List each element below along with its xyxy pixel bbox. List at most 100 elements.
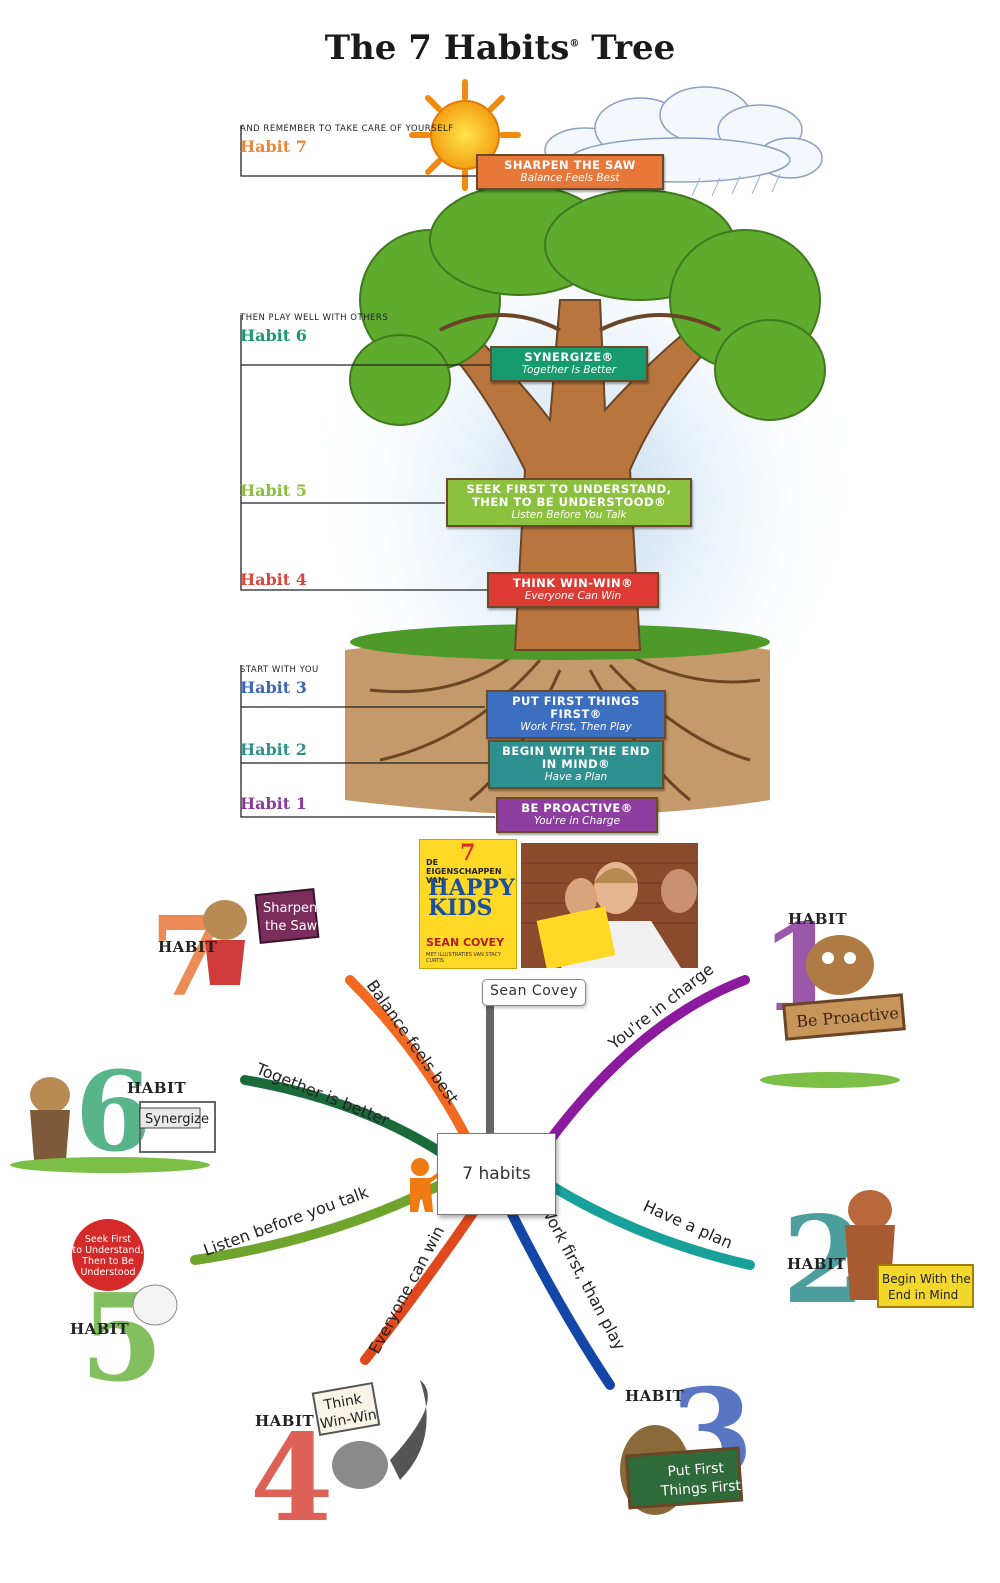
character-habit-3: 3 Put First Things First HABIT [620,1363,754,1515]
book-title-line1: HAPPY [428,875,515,901]
page-title: The 7 Habits® Tree [0,28,1000,68]
book-credit: MET ILLUSTRATIES VAN STACY CURTIS [426,952,502,964]
sign-subtitle: Balance Feels Best [520,172,620,184]
character-habit-4: 4 Think Win-Win HABIT [250,1380,428,1549]
character-sign-text: Think [322,1391,364,1414]
character-habit-7: 7 Sharpen the Saw HABIT [150,888,320,1021]
branch-label-balance: Balance feels best [363,976,463,1107]
annotation-habit-label: Habit 7 [240,137,307,156]
sign-habit-6: SYNERGIZE® Together Is Better [490,346,648,382]
character-habit-5: 5 Seek First to Understand, Then to Be U… [70,1219,178,1409]
author-node[interactable]: Sean Covey [482,979,586,1006]
sign-habit-7: SHARPEN THE SAW Balance Feels Best [476,154,664,190]
character-habit-word: HABIT [158,938,218,956]
branch-line-charge [545,975,750,1145]
title-mark: ® [569,38,580,50]
character-sign-text: Seek First [85,1234,132,1245]
character-sign-text: the Saw [265,919,318,934]
author-photo [521,843,698,968]
annotation-brackets [240,125,495,818]
tree-canopy [349,184,826,426]
sign-heading: BE PROACTIVE® [521,801,633,815]
sign-subtitle: You're in Charge [533,815,621,827]
branch-label-everyone: Everyone can win [365,1223,448,1357]
book-cover-image: 7 DE EIGENSCHAPPEN VAN HAPPY KIDS SEAN C… [419,839,517,969]
annotation-note: AND REMEMBER TO TAKE CARE OF YOURSELF [240,124,454,134]
book-subtitle: DE EIGENSCHAPPEN VAN [426,858,502,885]
branch-line-balance [345,975,470,1140]
sign-heading: PUT FIRST THINGS FIRST® [512,694,640,721]
sign-subtitle: Have a Plan [544,771,608,783]
character-habit-2: 2 Begin With the End in Mind HABIT [782,1190,974,1331]
annotation-habit-label: Habit 3 [240,678,307,697]
character-habit-word: HABIT [787,1255,847,1273]
sign-subtitle: Work First, Then Play [520,721,632,733]
branch-line-plan [545,1180,755,1270]
character-habit-word: HABIT [255,1412,315,1430]
character-habit-word: HABIT [70,1320,130,1338]
character-sign-text: Put First [667,1460,725,1480]
character-sign-text: End in Mind [888,1288,958,1302]
character-habit-6: 6 Synergize HABIT [10,1047,216,1176]
central-node-label: 7 habits [462,1164,531,1184]
sign-subtitle: Together Is Better [521,364,617,376]
annotation-habit-6: THEN PLAY WELL WITH OTHERS Habit 6 [240,313,510,345]
sign-heading: THINK WIN-WIN® [512,576,634,590]
character-habit-1: 1 Be Proactive HABIT [760,898,906,1088]
rain-lines [691,173,781,197]
tree-illustration [240,79,845,818]
character-sign-text: Begin With the [882,1272,971,1286]
character-habit-word: HABIT [127,1079,187,1097]
annotation-habit-label: Habit 6 [240,326,307,345]
sign-habit-3: PUT FIRST THINGS FIRST® Work First, Then… [486,690,666,739]
title-tail: Tree [591,28,676,68]
sign-habit-2: BEGIN WITH THE END IN MIND® Have a Plan [488,740,664,789]
sign-subtitle: Everyone Can Win [524,590,622,602]
annotation-note: START WITH YOU [240,665,319,675]
branch-line-work [505,1205,615,1390]
mindmap: Balance feels best Together is better Li… [10,888,974,1549]
central-node[interactable]: 7 habits [437,1133,556,1215]
photo-illustration [521,843,698,968]
sign-heading: SYNERGIZE® [524,350,614,364]
book-title: HAPPY KIDS [428,875,515,921]
book-title-line2: KIDS [428,895,493,921]
character-sign-text: Understood [80,1267,135,1278]
annotation-habit-2: Habit 2 [240,738,510,759]
sign-habit-4: THINK WIN-WIN® Everyone Can Win [487,572,659,608]
annotation-habit-label: Habit 1 [240,794,307,813]
sign-heading: SEEK FIRST TO UNDERSTAND, THEN TO BE UND… [466,482,672,509]
character-sign-text: Sharpen [263,901,317,916]
character-sign-text: Things First [659,1478,742,1500]
character-sign-text: Synergize [145,1112,209,1127]
annotation-habit-5: Habit 5 [240,479,510,500]
annotation-habit-7: AND REMEMBER TO TAKE CARE OF YOURSELF Ha… [240,124,510,156]
character-number: 6 [75,1047,152,1176]
branch-line-together [240,1075,450,1160]
sign-heading: BEGIN WITH THE END IN MIND® [502,744,650,771]
branches [439,313,721,332]
annotation-habit-label: Habit 5 [240,481,307,500]
branch-label-together: Together is better [253,1059,393,1130]
annotation-habit-4: Habit 4 [240,568,510,589]
character-habit-word: HABIT [788,910,848,928]
author-node-label: Sean Covey [490,983,578,999]
annotation-habit-3: START WITH YOU Habit 3 [240,665,510,697]
character-sign-text: to Understand, [73,1245,144,1256]
sign-heading: SHARPEN THE SAW [504,158,636,172]
character-habit-word: HABIT [625,1387,685,1405]
annotation-habit-label: Habit 4 [240,570,307,589]
sign-subtitle: Listen Before You Talk [511,509,627,521]
annotation-habit-1: Habit 1 [240,792,510,813]
sign-habit-5: SEEK FIRST TO UNDERSTAND, THEN TO BE UND… [446,478,692,527]
tree-trunk [428,299,722,651]
annotation-habit-label: Habit 2 [240,740,307,759]
sign-habit-1: BE PROACTIVE® You're in Charge [496,797,658,833]
book-number: 7 [460,840,476,866]
character-sign-text: Then to Be [81,1256,134,1267]
annotation-note: THEN PLAY WELL WITH OTHERS [240,313,389,323]
book-author: SEAN COVEY [426,936,505,949]
title-main: The 7 Habits [324,28,570,68]
branch-line-everyone [360,1205,480,1365]
